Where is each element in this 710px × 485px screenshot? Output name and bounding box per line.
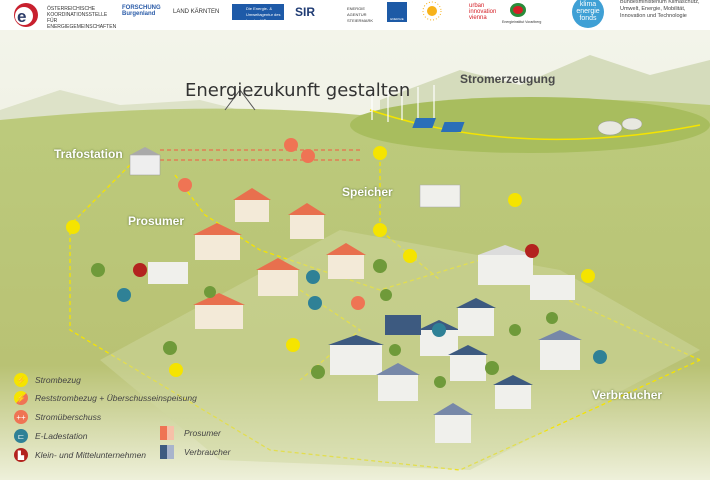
legend-item-strombezug: ⚡Strombezug <box>14 373 81 387</box>
sir-logo: SIR <box>295 5 316 19</box>
surplus-icon: ++ <box>14 410 28 424</box>
factory-markers <box>133 244 539 277</box>
bundesministerium-logo: Bundesministerium Klimaschutz, Umwelt, E… <box>620 0 700 19</box>
legend-item-kmu: ▙Klein- und Mittelunternehmen <box>14 448 146 462</box>
page-title: Energiezukunft gestalten <box>185 80 411 101</box>
wind-turbines <box>371 85 435 122</box>
e-logo: e <box>14 3 38 27</box>
label-verbraucher: Verbraucher <box>592 388 663 402</box>
legend-item-reststrombezug: ⚡Reststrombezug + Überschusseinspeisung <box>14 391 197 405</box>
biogas-plant <box>597 117 643 136</box>
prosumer-swatch <box>160 426 174 440</box>
lightning-plus-icon: ⚡ <box>14 391 28 405</box>
label-trafostation: Trafostation <box>54 147 123 161</box>
oesterreichische-koordinationsstelle-logo: ÖSTERREICHISCHE KOORDINATIONSSTELLE FÜR … <box>47 6 117 30</box>
energieinstitut-vorarlberg-logo: Energieinstitut Vorarlberg <box>502 20 542 24</box>
landscape <box>0 30 710 480</box>
energy-community-illustration: Energiezukunft gestalten Stromerzeugung … <box>0 30 710 480</box>
legend-type-verbraucher: Verbraucher <box>160 445 230 459</box>
surplus-markers <box>178 138 365 310</box>
label-speicher: Speicher <box>342 185 393 199</box>
legend-item-e-ladestation: ⊏E-Ladestation <box>14 429 87 443</box>
factory-icon: ▙ <box>14 448 28 462</box>
charging-markers <box>117 270 607 364</box>
generation-field <box>350 97 710 153</box>
land-kaernten-logo: LAND KÄRNTEN <box>173 9 220 15</box>
lightning-icon: ⚡ <box>14 373 28 387</box>
legend-type-prosumer: Prosumer <box>160 426 221 440</box>
charging-station-icon: ⊏ <box>14 429 28 443</box>
verbraucher-swatch <box>160 445 174 459</box>
houses <box>129 147 582 443</box>
svg-text:e: e <box>17 7 26 26</box>
logo-bar: e ÖSTERREICHISCHE KOORDINATIONSSTELLE FÜ… <box>0 0 710 30</box>
energie-agentur-steiermark-logo: ENERGIE AGENTUR STEIERMARK <box>347 6 374 23</box>
energieinstitut-vorarlberg-circle <box>510 3 526 17</box>
label-stromerzeugung: Stromerzeugung <box>460 72 556 86</box>
trees <box>91 259 558 388</box>
solar-panels <box>412 118 465 132</box>
enu-logo: Die Energie- & Umweltagentur des Landes … <box>232 4 284 23</box>
energieinstitut-logo <box>422 1 442 21</box>
label-prosumer: Prosumer <box>128 214 185 228</box>
legend-item-stromueberschuss: ++Stromüberschuss <box>14 410 101 424</box>
power-pylon <box>224 89 256 111</box>
strombezug-markers <box>66 146 595 377</box>
klima-energie-fonds-logo: klima energie fonds <box>572 0 604 28</box>
energie-tirol-logo: ENERGIE TIROL <box>387 2 407 27</box>
forschung-burgenland-logo: FORSCHUNG Burgenland <box>122 5 161 17</box>
urban-innovation-vienna-logo: urban innovation vienna <box>469 3 497 21</box>
